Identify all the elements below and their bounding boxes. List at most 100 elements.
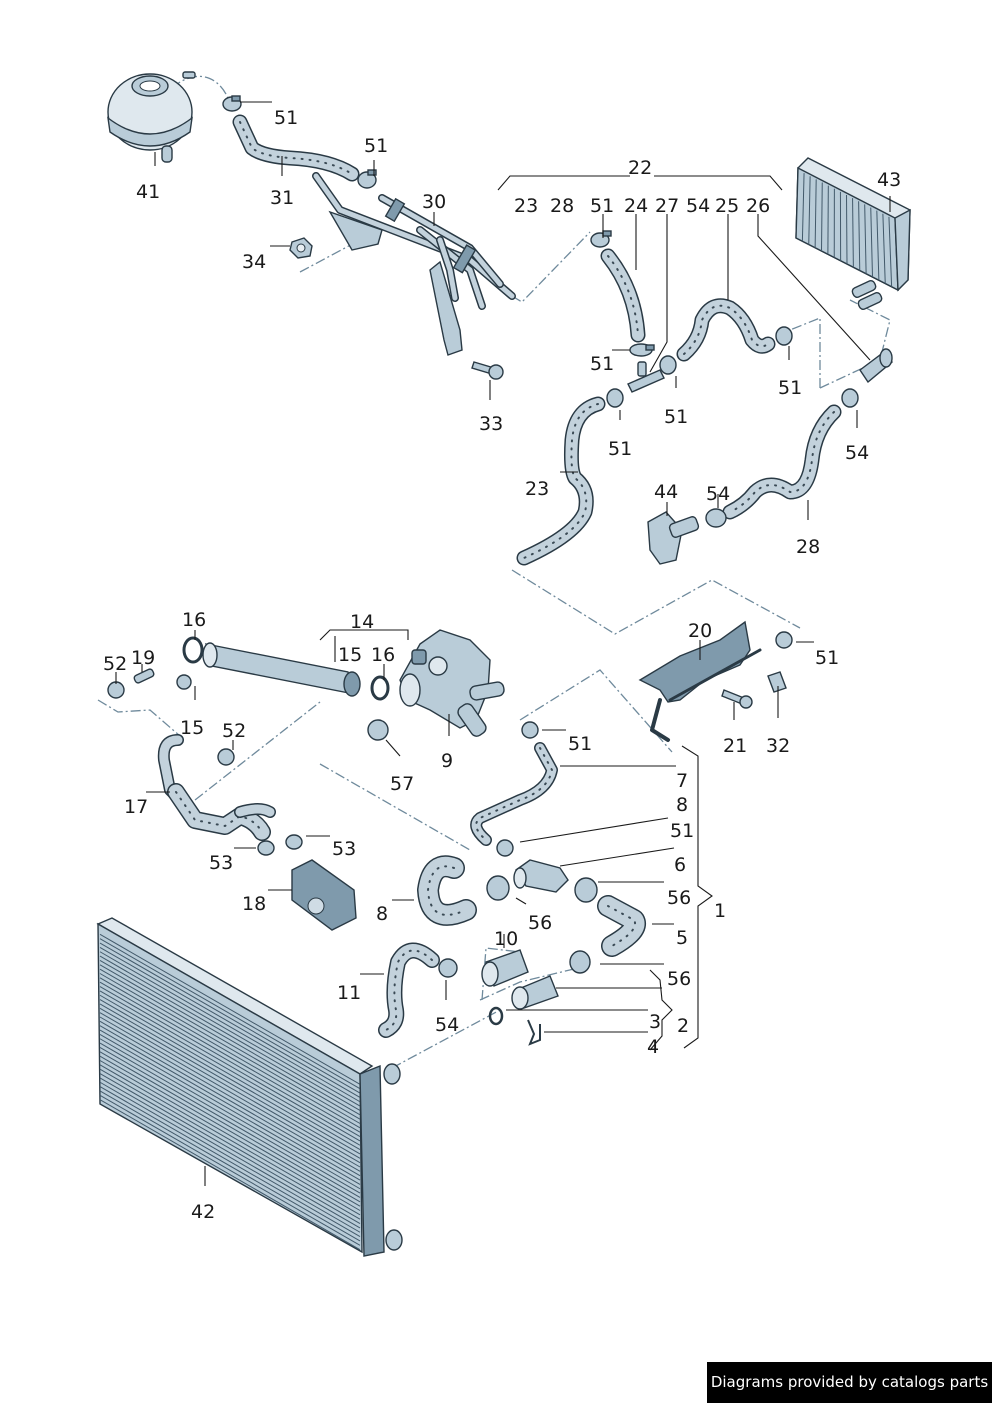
callout-53[interactable]: 53 (209, 852, 233, 874)
hose-clip-56[interactable] (486, 875, 510, 901)
callout-51[interactable]: 51 (274, 107, 298, 129)
hose-clip-51[interactable] (606, 388, 624, 408)
callout-4[interactable]: 4 (647, 1036, 659, 1058)
callout-18[interactable]: 18 (242, 893, 266, 915)
hose-clip-53[interactable] (285, 834, 303, 850)
callout-51[interactable]: 51 (664, 406, 688, 428)
callout-23[interactable]: 23 (525, 478, 549, 500)
bolt-21[interactable] (721, 689, 753, 709)
callout-51[interactable]: 51 (608, 438, 632, 460)
hose-clip-51[interactable] (222, 95, 242, 112)
o-ring-16[interactable] (182, 636, 204, 664)
hose-clip-51[interactable] (357, 169, 377, 189)
hose-11[interactable] (378, 942, 440, 1038)
callout-51[interactable]: 51 (568, 733, 592, 755)
hose-clip-56[interactable] (574, 877, 598, 903)
retaining-clip-4[interactable] (527, 1019, 541, 1046)
callout-51[interactable]: 51 (590, 195, 614, 217)
hose-clip-51[interactable] (590, 230, 612, 248)
connector-2[interactable] (511, 975, 559, 1010)
callout-20[interactable]: 20 (688, 620, 712, 642)
callout-33[interactable]: 33 (479, 413, 503, 435)
plug-bolt[interactable] (176, 674, 192, 690)
callout-16[interactable]: 16 (371, 644, 395, 666)
callout-6[interactable]: 6 (674, 854, 686, 876)
callout-54[interactable]: 54 (435, 1014, 459, 1036)
hose-15[interactable] (157, 734, 184, 802)
callout-22[interactable]: 22 (628, 157, 652, 179)
expansion-tank-41[interactable] (107, 71, 196, 163)
callout-56[interactable]: 56 (667, 968, 691, 990)
callout-53[interactable]: 53 (332, 838, 356, 860)
thermostat-housing-9[interactable] (399, 629, 505, 739)
callout-43[interactable]: 43 (877, 169, 901, 191)
bracket-20[interactable] (638, 620, 762, 742)
callout-32[interactable]: 32 (766, 735, 790, 757)
callout-25[interactable]: 25 (715, 195, 739, 217)
callout-17[interactable]: 17 (124, 796, 148, 818)
hose-24[interactable] (600, 248, 646, 343)
callout-42[interactable]: 42 (191, 1201, 215, 1223)
callout-21[interactable]: 21 (723, 735, 747, 757)
radiator-42[interactable] (96, 917, 403, 1257)
callout-57[interactable]: 57 (390, 773, 414, 795)
callout-26[interactable]: 26 (746, 195, 770, 217)
t-connector-27[interactable] (627, 361, 665, 393)
hose-clip-56[interactable] (569, 950, 591, 974)
callout-8[interactable]: 8 (376, 903, 388, 925)
callout-3[interactable]: 3 (649, 1011, 661, 1033)
hose-clip-54[interactable] (705, 508, 727, 528)
oil-cooler-18[interactable] (291, 859, 357, 931)
hose-clip-52[interactable] (217, 748, 235, 766)
hose-clip-51[interactable] (659, 355, 677, 375)
hose-17[interactable] (167, 783, 276, 841)
heater-core-43[interactable] (795, 157, 911, 311)
hose-23[interactable] (516, 396, 606, 566)
callout-51[interactable]: 51 (590, 353, 614, 375)
callout-11[interactable]: 11 (337, 982, 361, 1004)
callout-51[interactable]: 51 (670, 820, 694, 842)
callout-15[interactable]: 15 (180, 717, 204, 739)
callout-54[interactable]: 54 (845, 442, 869, 464)
callout-28[interactable]: 28 (796, 536, 820, 558)
hose-28[interactable] (722, 404, 842, 520)
hose-clip-51[interactable] (775, 326, 793, 346)
callout-51[interactable]: 51 (778, 377, 802, 399)
hose-31[interactable] (232, 114, 360, 182)
connector-10[interactable] (481, 949, 529, 987)
callout-16[interactable]: 16 (182, 609, 206, 631)
callout-7[interactable]: 7 (676, 770, 688, 792)
callout-51[interactable]: 51 (364, 135, 388, 157)
hose-clip-51[interactable] (629, 343, 655, 357)
callout-9[interactable]: 9 (441, 750, 453, 772)
coolant-pipe-assembly-30[interactable] (312, 172, 516, 356)
callout-44[interactable]: 44 (654, 481, 678, 503)
coolant-pipe-15[interactable] (202, 642, 361, 697)
nut-34[interactable] (289, 237, 313, 259)
clip-32[interactable] (767, 671, 787, 693)
connector-26[interactable] (859, 348, 893, 384)
callout-54[interactable]: 54 (706, 483, 730, 505)
hose-clip-51[interactable] (496, 839, 514, 857)
o-ring-16[interactable] (370, 675, 390, 701)
callout-2[interactable]: 2 (677, 1015, 689, 1037)
callout-31[interactable]: 31 (270, 187, 294, 209)
callout-51[interactable]: 51 (815, 647, 839, 669)
hose-clip-57[interactable] (367, 719, 389, 741)
callout-56[interactable]: 56 (667, 887, 691, 909)
callout-8[interactable]: 8 (676, 794, 688, 816)
callout-5[interactable]: 5 (676, 927, 688, 949)
hose-clip-53[interactable] (257, 840, 275, 856)
callout-10[interactable]: 10 (494, 928, 518, 950)
hose-5[interactable] (597, 895, 646, 957)
callout-14[interactable]: 14 (350, 611, 374, 633)
callout-1[interactable]: 1 (714, 900, 726, 922)
hose-clip-54[interactable] (841, 388, 859, 408)
callout-28[interactable]: 28 (550, 195, 574, 217)
hose-clip-52[interactable] (107, 681, 125, 699)
callout-34[interactable]: 34 (242, 251, 266, 273)
hose-25[interactable] (676, 298, 776, 362)
callout-27[interactable]: 27 (655, 195, 679, 217)
hose-clip-51[interactable] (775, 631, 793, 649)
callout-23[interactable]: 23 (514, 195, 538, 217)
